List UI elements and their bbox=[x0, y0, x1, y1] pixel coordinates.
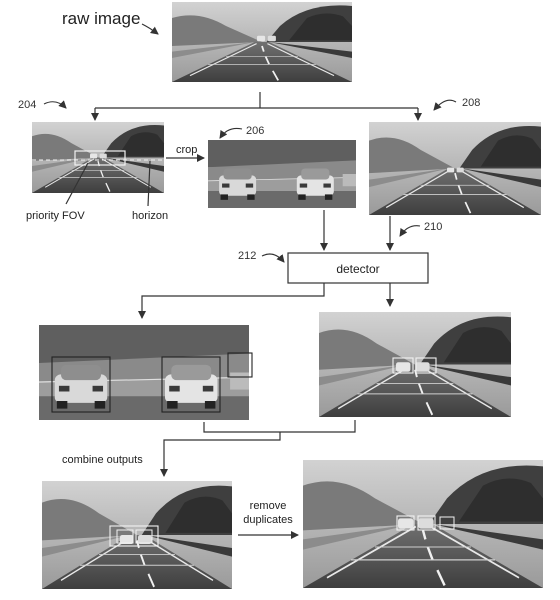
detection-box bbox=[396, 515, 415, 531]
detection-box bbox=[227, 352, 253, 378]
ref-208-pointer bbox=[433, 99, 457, 111]
priority-fov-label: priority FOV bbox=[26, 210, 85, 222]
crop-detections-photo bbox=[38, 324, 253, 421]
raw-image-pointer bbox=[141, 23, 159, 35]
ref-210: 210 bbox=[424, 221, 442, 233]
ref-212-pointer bbox=[261, 253, 285, 263]
duplicates-label: duplicates bbox=[243, 514, 293, 526]
detection-box bbox=[392, 357, 414, 374]
detection-box bbox=[415, 357, 437, 374]
crop-label: crop bbox=[176, 144, 197, 156]
detection-box bbox=[116, 529, 134, 544]
horizon-label: horizon bbox=[132, 210, 168, 222]
cropped-photo bbox=[207, 139, 357, 209]
final-photo bbox=[301, 458, 545, 590]
combine-outputs-label: combine outputs bbox=[62, 454, 143, 466]
detection-box bbox=[135, 529, 153, 544]
combine-arrow bbox=[160, 432, 281, 477]
ref-204-pointer bbox=[43, 100, 67, 109]
detection-box bbox=[161, 356, 221, 413]
detection-box bbox=[439, 516, 455, 530]
detection-box bbox=[51, 356, 111, 413]
combine-wire bbox=[203, 420, 356, 433]
ref-212: 212 bbox=[238, 250, 256, 262]
priority-fov-photo bbox=[31, 121, 165, 194]
combined-photo bbox=[40, 479, 234, 591]
ref-208: 208 bbox=[462, 97, 480, 109]
priority-fov-box bbox=[74, 150, 126, 166]
detector-left-output bbox=[138, 283, 325, 319]
ref-206-pointer bbox=[219, 127, 243, 139]
ref-206: 206 bbox=[246, 125, 264, 137]
detection-box bbox=[417, 515, 436, 531]
full-downscaled-photo bbox=[368, 121, 542, 216]
detection-box bbox=[109, 525, 159, 547]
detector-label: detector bbox=[336, 262, 379, 276]
remove-label: remove bbox=[250, 500, 287, 512]
ref-210-pointer bbox=[399, 225, 421, 237]
raw-image-label: raw image bbox=[62, 9, 140, 28]
raw-image-photo bbox=[171, 1, 353, 83]
horizon-leader bbox=[147, 160, 151, 207]
ref-204: 204 bbox=[18, 99, 36, 111]
detector-box bbox=[287, 252, 429, 284]
full-detections-photo bbox=[317, 310, 513, 419]
priority-fov-leader bbox=[65, 162, 89, 205]
